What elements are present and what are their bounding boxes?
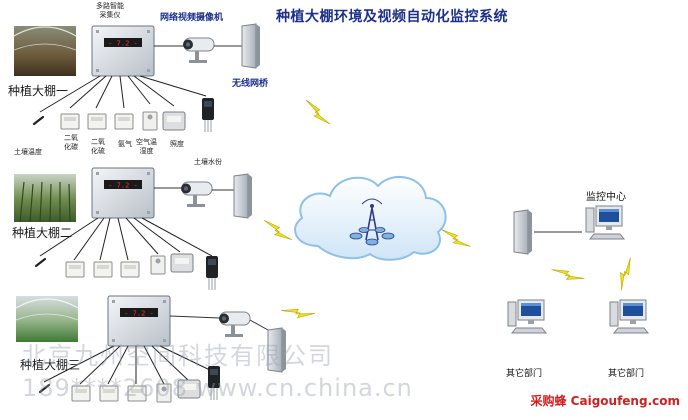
wireless-bolt-icon bbox=[305, 99, 331, 125]
signal-tower-icon bbox=[349, 198, 395, 246]
greenhouse-3-photo bbox=[16, 296, 78, 342]
dept-pc-2 bbox=[609, 299, 649, 334]
dept-label-2: 其它部门 bbox=[608, 369, 645, 379]
monitor-center-pc bbox=[585, 205, 625, 240]
so2-sensor-2 bbox=[93, 261, 113, 278]
soil-water-sensor-2 bbox=[205, 255, 219, 291]
wireless-bolt-icon bbox=[441, 223, 471, 253]
center-wireless-bridge bbox=[513, 209, 533, 255]
so2-label: 二氧 化硫 bbox=[91, 138, 105, 156]
co2-label-line2: 化碳 bbox=[64, 143, 78, 151]
wireless-bolt-icon bbox=[551, 257, 585, 291]
dept-pc-1 bbox=[507, 299, 547, 334]
co2-label: 二氧 化碳 bbox=[64, 134, 78, 152]
air-humidity-label-line2: 湿度 bbox=[139, 147, 154, 155]
so2-label-line1: 二氧 bbox=[91, 138, 105, 146]
watermark-company: 北京九州空间科技有限公司 bbox=[22, 342, 334, 370]
ammonia-sensor-2 bbox=[120, 261, 140, 278]
soil-temp-probe-2 bbox=[34, 257, 47, 268]
air-humidity-label: 空气温 湿度 bbox=[136, 138, 157, 156]
watermark-contact: 189****2608 www.cn.china.cn bbox=[22, 374, 413, 402]
greenhouse-1-label: 种植大棚一 bbox=[8, 84, 69, 98]
wireless-bolt-icon bbox=[280, 294, 316, 330]
air-humidity-label-line1: 空气温 bbox=[136, 138, 157, 146]
soil-temp-label: 土壤温度 bbox=[14, 148, 42, 156]
greenhouse-3-label: 种植大棚三 bbox=[20, 358, 81, 372]
page-title: 种植大棚环境及视频自动化监控系统 bbox=[276, 9, 508, 25]
footer-source: 采购蜂 Caigoufeng.com bbox=[530, 394, 681, 408]
wireless-bridge-1 bbox=[241, 23, 261, 69]
light-sensor-2 bbox=[170, 253, 194, 273]
wireless-bolt-icon bbox=[263, 215, 293, 245]
ammonia-label: 氨气 bbox=[118, 140, 132, 148]
cables-2 bbox=[39, 217, 213, 261]
greenhouse-2-label: 种植大棚二 bbox=[12, 226, 73, 240]
camera-3 bbox=[218, 311, 251, 338]
light-label: 照度 bbox=[170, 140, 184, 148]
camera-label: 网络视频摄像机 bbox=[160, 13, 224, 23]
soil-temp-probe-1 bbox=[32, 115, 45, 126]
air-temp-sensor-2 bbox=[150, 255, 166, 275]
dept-label-1: 其它部门 bbox=[506, 369, 543, 379]
so2-sensor-1 bbox=[87, 113, 107, 130]
collector-label: 多路智能 采集仪 bbox=[96, 2, 124, 20]
co2-sensor-2 bbox=[65, 261, 85, 278]
collector-label-line2: 采集仪 bbox=[99, 11, 121, 19]
co2-sensor-1 bbox=[60, 113, 80, 130]
light-sensor-1 bbox=[162, 111, 186, 131]
monitor-center-label: 监控中心 bbox=[586, 192, 626, 203]
wireless-bridge-2 bbox=[233, 173, 253, 219]
greenhouse-1-photo bbox=[14, 26, 76, 76]
data-collector-2 bbox=[91, 167, 155, 219]
cables-1 bbox=[39, 75, 207, 113]
collector-label-line1: 多路智能 bbox=[96, 2, 124, 10]
soil-water-sensor-1 bbox=[201, 97, 215, 133]
co2-label-line1: 二氧 bbox=[64, 134, 78, 142]
ammonia-sensor-1 bbox=[114, 113, 134, 130]
greenhouse-2-photo bbox=[14, 174, 76, 222]
camera-1 bbox=[182, 37, 215, 64]
cables-3 bbox=[43, 345, 215, 385]
air-temp-sensor-1 bbox=[142, 111, 158, 131]
so2-label-line2: 化硫 bbox=[91, 147, 105, 155]
bridge-label: 无线网桥 bbox=[232, 79, 269, 89]
data-collector-1 bbox=[91, 25, 155, 77]
soil-water-label: 土壤水份 bbox=[194, 158, 222, 166]
camera-2 bbox=[180, 181, 213, 208]
wireless-bolt-icon bbox=[609, 257, 643, 291]
